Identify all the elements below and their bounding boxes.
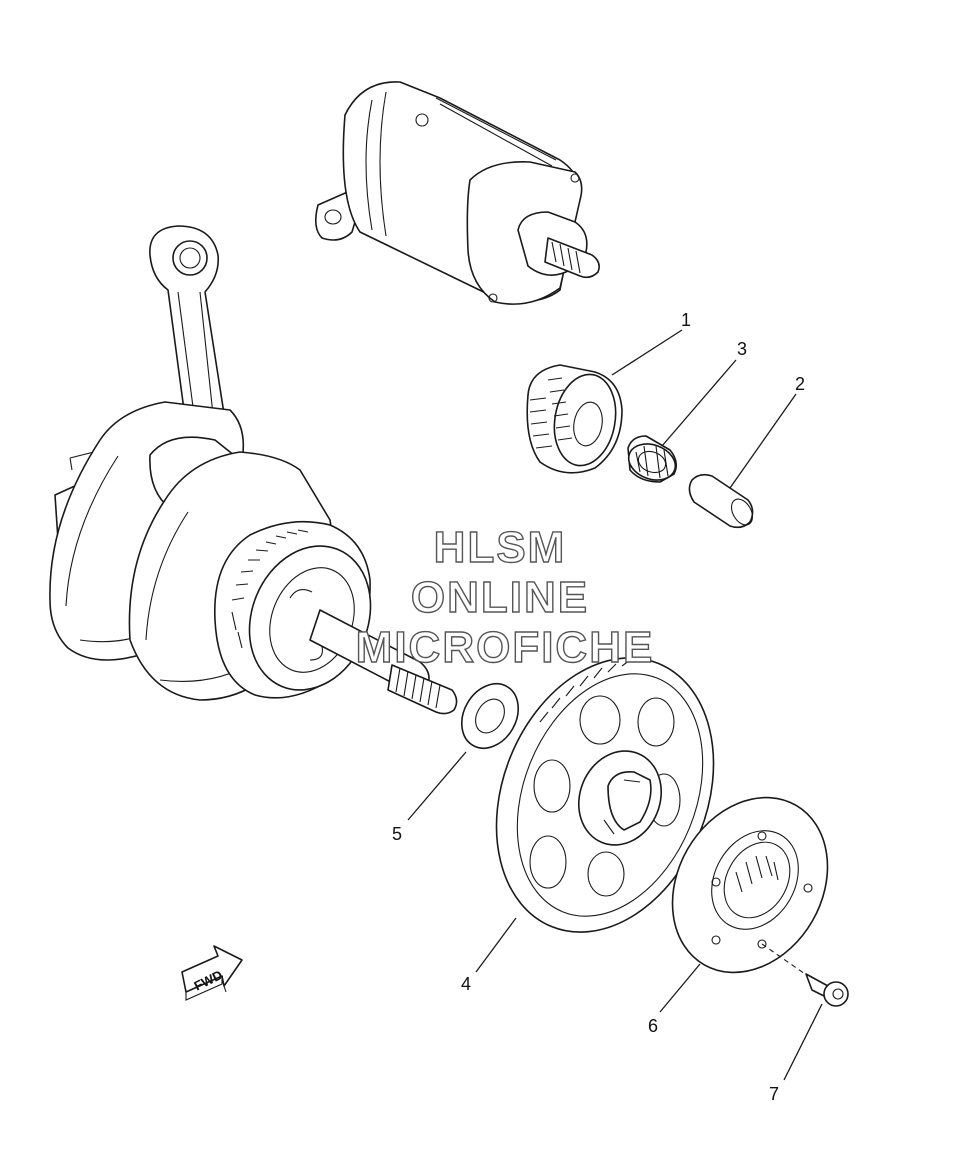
- leader-lines: [407, 329, 823, 1081]
- idler-gear[interactable]: [526, 364, 623, 474]
- callout-3: 3: [737, 339, 747, 359]
- watermark-line-2: ONLINE: [411, 573, 589, 622]
- crankshaft-assembly[interactable]: [49, 225, 458, 715]
- washer[interactable]: [450, 674, 529, 759]
- callout-2: 2: [795, 374, 805, 394]
- callout-numbers: 1 3 2 5 4 6 7: [392, 310, 805, 1104]
- needle-bearing[interactable]: [624, 435, 681, 486]
- callout-4: 4: [461, 974, 471, 994]
- watermark-line-3: MICROFICHE: [356, 623, 655, 672]
- shaft[interactable]: [688, 473, 756, 529]
- starter-wheel-gear[interactable]: [457, 625, 753, 965]
- one-way-clutch[interactable]: [642, 769, 859, 1000]
- callout-5: 5: [392, 824, 402, 844]
- callout-6: 6: [648, 1016, 658, 1036]
- callout-7: 7: [769, 1084, 779, 1104]
- callout-1: 1: [681, 310, 691, 330]
- starter-motor[interactable]: [314, 81, 600, 305]
- bolt[interactable]: [761, 943, 849, 1007]
- watermark: HLSM ONLINE MICROFICHE: [355, 522, 655, 672]
- fwd-arrow: FWD: [181, 945, 243, 1001]
- watermark-line-1: HLSM: [434, 523, 567, 572]
